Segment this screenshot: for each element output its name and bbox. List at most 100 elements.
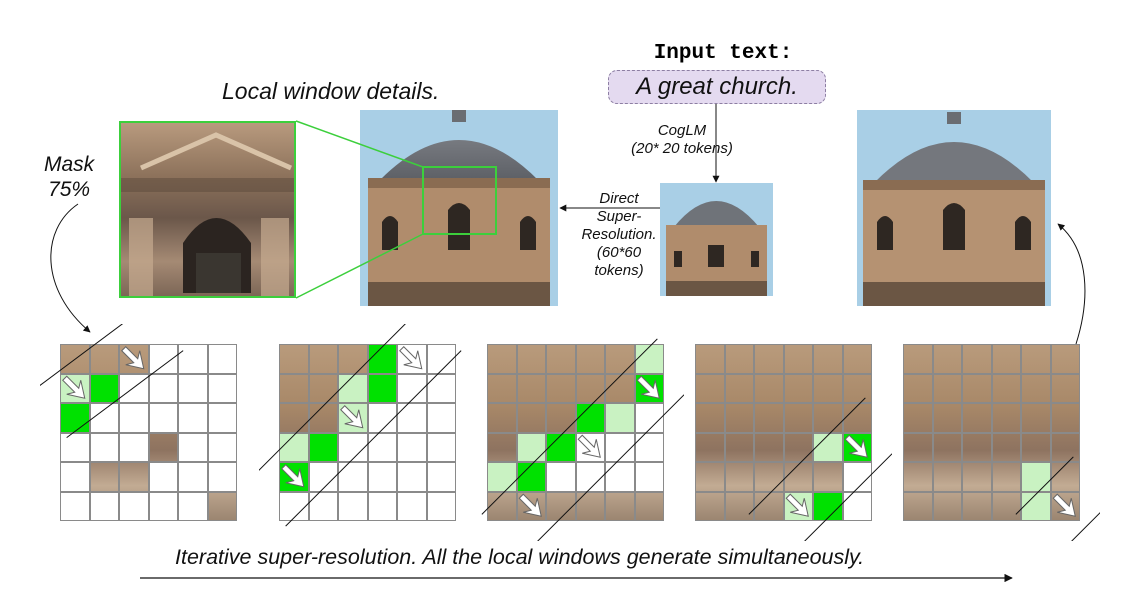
grid-2 [259,324,462,527]
masked-cell [178,373,208,403]
known-cell [695,344,725,374]
known-cell [1050,373,1080,403]
known-cell [308,403,338,433]
generating-cell [367,344,397,374]
known-cell [1050,491,1080,521]
known-cell [279,373,309,403]
diagonal-arrow-icon [281,464,305,488]
known-cell [783,462,813,492]
known-cell [813,344,843,374]
context-cell [634,344,664,374]
known-cell [605,344,635,374]
diagonal-guide-line [804,453,892,541]
masked-cell [338,432,368,462]
known-cell [1021,344,1051,374]
known-cell [308,344,338,374]
low-res-church-image [660,183,773,296]
diagonal-guide-line [748,397,866,515]
known-cell [932,491,962,521]
masked-cell [60,462,90,492]
known-cell [60,344,90,374]
masked-cell [279,491,309,521]
known-cell [1021,373,1051,403]
generating-cell [516,462,546,492]
known-cell [842,403,872,433]
known-cell [903,403,933,433]
mask-label-line2: 75% [48,178,91,201]
known-cell [903,432,933,462]
masked-cell [426,344,456,374]
masked-cell [207,344,237,374]
known-cell [279,403,309,433]
masked-cell [367,403,397,433]
known-cell [724,373,754,403]
known-cell [783,373,813,403]
masked-cell [148,403,178,433]
known-cell [903,462,933,492]
known-cell [724,403,754,433]
masked-cell [575,462,605,492]
known-cell [962,373,992,403]
known-cell [932,344,962,374]
masked-cell [397,373,427,403]
masked-cell [426,491,456,521]
masked-cell [397,403,427,433]
known-cell [783,432,813,462]
known-cell [516,344,546,374]
masked-cell [119,432,149,462]
known-cell [487,344,517,374]
diagonal-arrow-icon [785,493,809,517]
known-cell [991,462,1021,492]
grid-overlay [748,397,892,541]
input-text-title: Input text: [653,42,793,65]
known-cell [754,432,784,462]
known-cell [724,491,754,521]
masked-cell [178,403,208,433]
masked-cell [605,432,635,462]
known-cell [119,462,149,492]
context-cell [516,432,546,462]
known-cell [487,432,517,462]
diagonal-guide-line [40,324,124,387]
known-cell [546,344,576,374]
known-cell [932,373,962,403]
masked-cell [308,462,338,492]
masked-cell [338,491,368,521]
known-cell [813,373,843,403]
known-cell [754,491,784,521]
context-cell [813,432,843,462]
masked-cell [397,432,427,462]
known-cell [516,373,546,403]
masked-cell [634,432,664,462]
dsr-line: tokens) [594,262,644,279]
diagonal-arrow-icon [844,434,868,458]
generating-cell [813,491,843,521]
coglm-label-line1: CogLM [657,122,707,139]
generating-cell [546,432,576,462]
known-cell [962,403,992,433]
coglm-label: CogLM (20* 20 tokens) [604,122,760,158]
masked-cell [308,491,338,521]
known-cell [605,491,635,521]
known-cell [89,344,119,374]
known-cell [962,344,992,374]
grid-overlay [40,324,184,439]
known-cell [842,344,872,374]
iterative-caption: Iterative super-resolution. All the loca… [175,545,865,569]
masked-cell [397,462,427,492]
grid-1 [40,324,237,521]
known-cell [962,432,992,462]
masked-cell [207,373,237,403]
known-cell [1050,344,1080,374]
context-cell [279,432,309,462]
diagonal-arrow-icon [636,375,660,399]
known-cell [783,344,813,374]
known-cell [813,462,843,492]
direct-super-resolution-label: Direct Super- Resolution. (60*60 tokens) [560,190,678,280]
generating-cell [89,373,119,403]
masked-cell [207,432,237,462]
known-cell [308,373,338,403]
known-cell [634,491,664,521]
known-cell [903,491,933,521]
masked-cell [148,462,178,492]
